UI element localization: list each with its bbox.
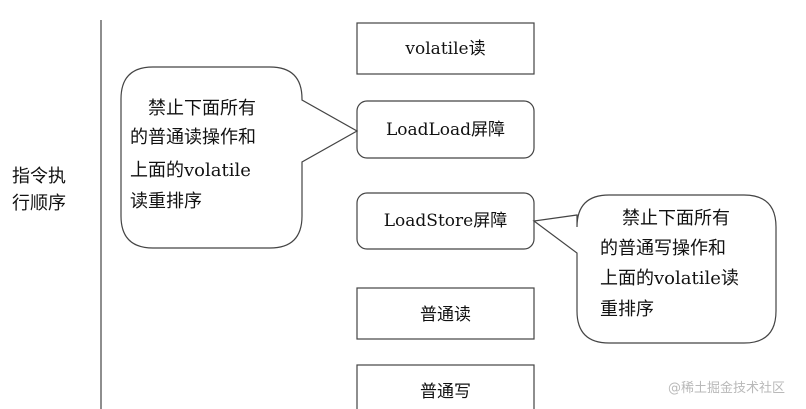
box-normal-read-frame [356,287,535,340]
callout-left-line-3: 上面的volatile [130,160,251,181]
callout-left-line-4: 读重排序 [130,191,202,212]
box-normal-read-label: 普通读 [420,305,471,325]
box-loadstore-barrier-label: LoadStore屏障 [384,211,507,231]
callout-left-bubble [120,66,359,249]
callout-right: 禁止下面所有 的普通写操作和 上面的volatile读 重排序 [532,194,777,344]
callout-left-line-1: 禁止下面所有 [148,98,256,119]
callout-right-line-2: 的普通写操作和 [600,238,726,259]
box-normal-write-label: 普通写 [420,382,471,402]
callout-right-line-4: 重排序 [600,299,654,320]
callout-right-line-1: 禁止下面所有 [622,208,730,229]
box-volatile-read: volatile读 [356,22,535,75]
box-volatile-read-frame [356,22,535,75]
box-loadstore-barrier: LoadStore屏障 [356,192,535,250]
side-label-line-2: 行顺序 [12,193,66,214]
callout-right-line-3: 上面的volatile读 [600,268,739,289]
callout-right-bubble [532,194,777,344]
watermark: @稀土掘金技术社区 [668,380,785,396]
callout-left: 禁止下面所有 的普通读操作和 上面的volatile 读重排序 [120,66,359,249]
callout-left-line-2: 的普通读操作和 [130,127,256,148]
box-loadload-barrier: LoadLoad屏障 [356,100,535,159]
side-label: 指令执 行顺序 [12,166,66,214]
box-normal-write: 普通写 [356,364,535,409]
side-label-line-1: 指令执 [12,166,66,187]
box-volatile-read-label: volatile读 [404,39,485,59]
box-loadload-barrier-frame [356,100,535,159]
box-normal-write-frame [356,364,535,409]
box-loadload-barrier-label: LoadLoad屏障 [386,120,505,140]
box-normal-read: 普通读 [356,287,535,340]
